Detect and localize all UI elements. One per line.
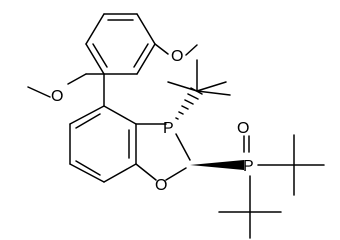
phosphine-oxide-phosphorus-atom: P <box>243 158 254 175</box>
ring-oxygen-atom: O <box>155 177 167 194</box>
phosphoryl-group: O P <box>237 120 254 175</box>
methoxy-oxygen-left: O <box>51 88 63 105</box>
oxaphosphole-ring <box>135 123 191 181</box>
tert-butyl-bottom <box>218 175 282 239</box>
methoxy-group-right: O <box>154 43 198 65</box>
phosphoryl-oxygen-atom: O <box>237 120 249 137</box>
methoxy-oxygen-right: O <box>171 48 183 65</box>
solid-wedge-bond <box>190 160 244 170</box>
benzo-ring <box>69 105 137 183</box>
tert-butyl-right <box>257 134 325 196</box>
hashed-wedge-bond <box>175 87 203 120</box>
ring-phosphorus-atom: P <box>163 120 174 137</box>
tert-butyl-on-ring-phosphorus <box>167 59 231 120</box>
dimethoxyphenyl-ring <box>85 13 156 75</box>
methoxy-group-left: O <box>27 73 105 105</box>
